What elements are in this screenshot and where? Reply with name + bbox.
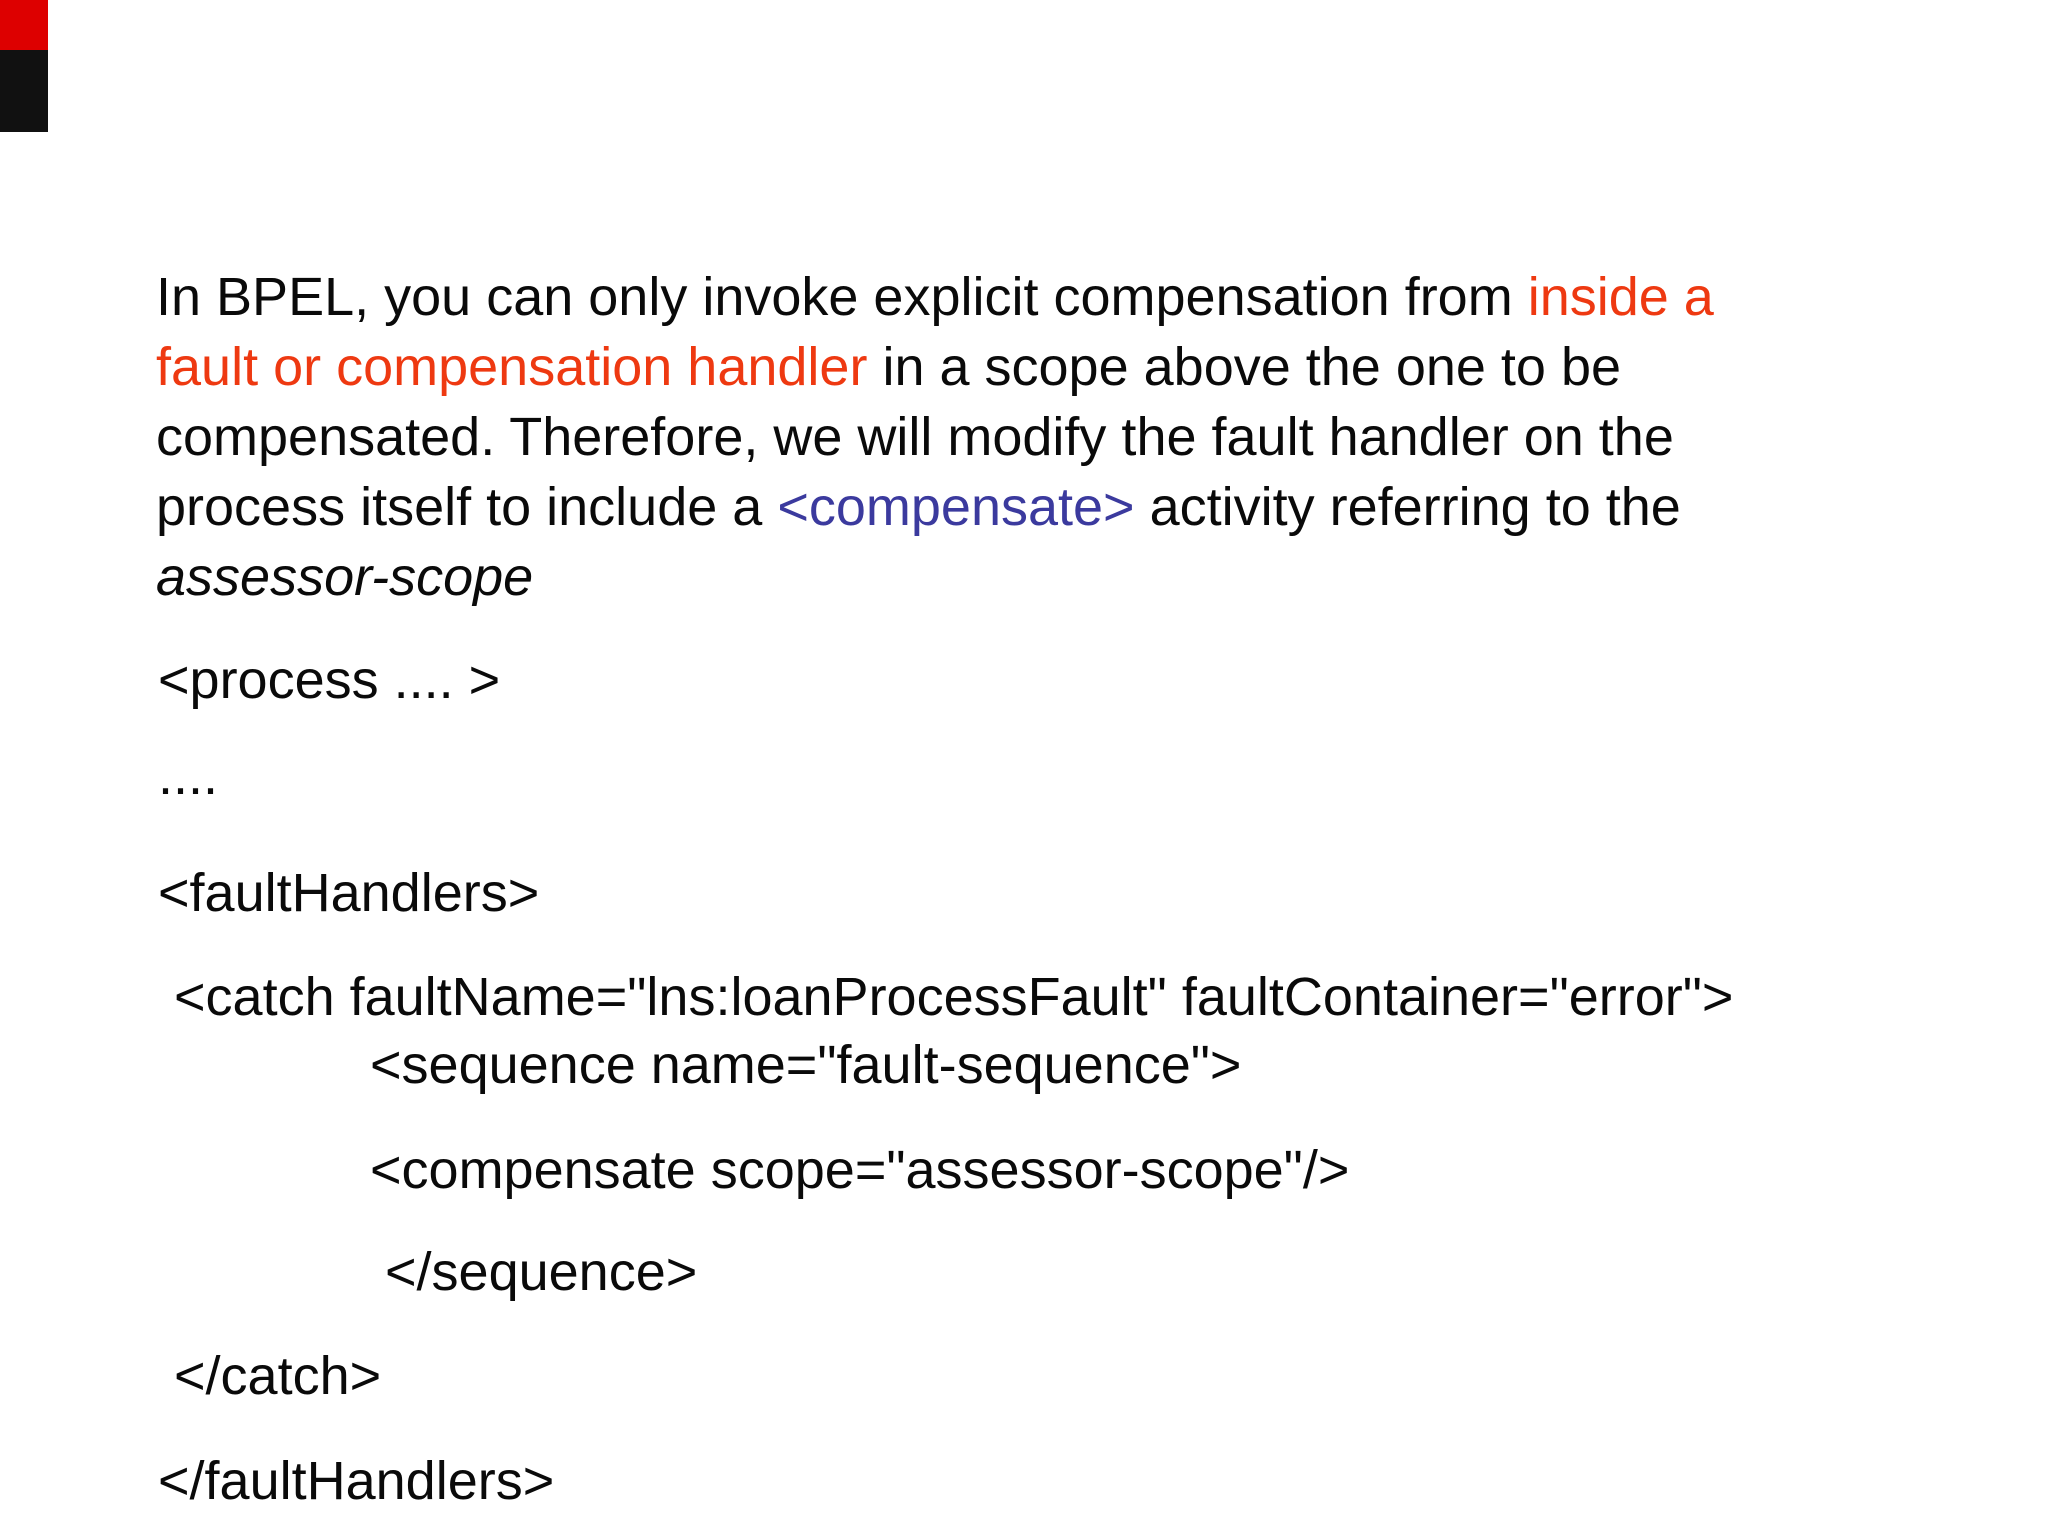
- paragraph-line-4: process itself to include a <compensate>…: [156, 472, 1896, 542]
- code-line-sequence-close: </sequence>: [385, 1242, 698, 1302]
- paragraph-tag-blue: <compensate>: [777, 477, 1135, 537]
- paragraph-line-3: compensated. Therefore, we will modify t…: [156, 402, 1896, 472]
- code-line-faulthandlers-open: <faultHandlers>: [158, 863, 540, 923]
- code-line-sequence-open: <sequence name="fault-sequence">: [370, 1035, 1242, 1095]
- paragraph-line-1: In BPEL, you can only invoke explicit co…: [156, 262, 1896, 332]
- code-line-catch-close: </catch>: [174, 1346, 382, 1406]
- paragraph-text: process itself to include a: [156, 477, 778, 537]
- corner-marker-black: [0, 50, 48, 132]
- paragraph-line-5-italic-term: assessor-scope: [156, 542, 1896, 612]
- paragraph-text: In BPEL, you can only invoke explicit co…: [156, 267, 1528, 327]
- paragraph-text: in a scope above the one to be: [867, 337, 1622, 397]
- code-line-ellipsis: ....: [158, 746, 219, 806]
- paragraph-text: compensated. Therefore, we will modify t…: [156, 407, 1674, 467]
- code-line-faulthandlers-close: </faultHandlers>: [158, 1451, 555, 1511]
- paragraph-line-2: fault or compensation handler in a scope…: [156, 332, 1896, 402]
- code-line-process-open: <process .... >: [158, 650, 501, 710]
- paragraph-text: activity referring to the: [1134, 477, 1681, 537]
- code-line-catch-open: <catch faultName="lns:loanProcessFault" …: [174, 967, 1734, 1027]
- assessor-scope-term: assessor-scope: [156, 547, 534, 607]
- corner-marker-red: [0, 0, 48, 50]
- code-line-compensate: <compensate scope="assessor-scope"/>: [370, 1140, 1350, 1200]
- paragraph-emphasis-red: inside a: [1527, 267, 1714, 327]
- paragraph-emphasis-red: fault or compensation handler: [156, 337, 868, 397]
- intro-paragraph: In BPEL, you can only invoke explicit co…: [156, 262, 1896, 612]
